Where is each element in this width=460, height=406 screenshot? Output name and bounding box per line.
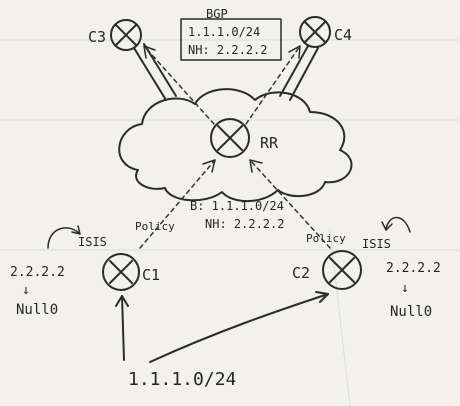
router-c2 bbox=[322, 250, 362, 290]
paper-background bbox=[0, 39, 460, 406]
rr-to-c3-arrow bbox=[143, 45, 215, 125]
prefix-to-c2-arrow bbox=[149, 291, 329, 363]
bottom-prefix-label: 1.1.1.0/24 bbox=[128, 369, 236, 390]
left-redistribute-arrow bbox=[47, 225, 81, 249]
bgp-prefix: 1.1.1.0/24 bbox=[188, 25, 260, 39]
left-static-ip: 2.2.2.2 bbox=[10, 265, 65, 280]
c4-link bbox=[279, 45, 319, 101]
router-c1 bbox=[102, 253, 140, 291]
left-policy-label: Policy bbox=[135, 220, 175, 233]
bgp-route-box bbox=[180, 18, 282, 61]
rr-to-c4-arrow bbox=[245, 45, 301, 125]
label-c4: C4 bbox=[334, 26, 352, 44]
c2-to-rr-arrow bbox=[249, 159, 331, 249]
bgp-title: BGP bbox=[206, 7, 228, 21]
left-static-arrow: ↓ bbox=[22, 283, 30, 298]
c3-link bbox=[133, 43, 177, 101]
router-c4 bbox=[299, 16, 331, 48]
right-static-ip: 2.2.2.2 bbox=[386, 261, 441, 276]
right-policy-label: Policy bbox=[306, 232, 346, 245]
label-c2: C2 bbox=[292, 264, 310, 282]
center-prefix-label: B: 1.1.1.0/24 bbox=[190, 199, 284, 213]
bgp-next-hop: NH: 2.2.2.2 bbox=[188, 43, 267, 57]
c1-to-rr-arrow bbox=[139, 159, 216, 249]
prefix-to-c1-arrow bbox=[115, 295, 129, 361]
router-c3 bbox=[110, 19, 142, 51]
right-isis-label: ISIS bbox=[362, 237, 391, 251]
label-rr: RR bbox=[260, 134, 279, 152]
left-null0: Null0 bbox=[16, 302, 58, 318]
label-c1: C1 bbox=[142, 266, 160, 284]
network-cloud bbox=[118, 88, 353, 203]
right-redistribute-arrow bbox=[381, 216, 411, 233]
right-static-arrow: ↓ bbox=[401, 281, 409, 296]
center-next-hop-label: NH: 2.2.2.2 bbox=[205, 217, 284, 231]
right-null0: Null0 bbox=[390, 304, 432, 320]
label-c3: C3 bbox=[88, 28, 106, 46]
router-rr bbox=[210, 118, 250, 158]
left-isis-label: ISIS bbox=[78, 235, 107, 249]
